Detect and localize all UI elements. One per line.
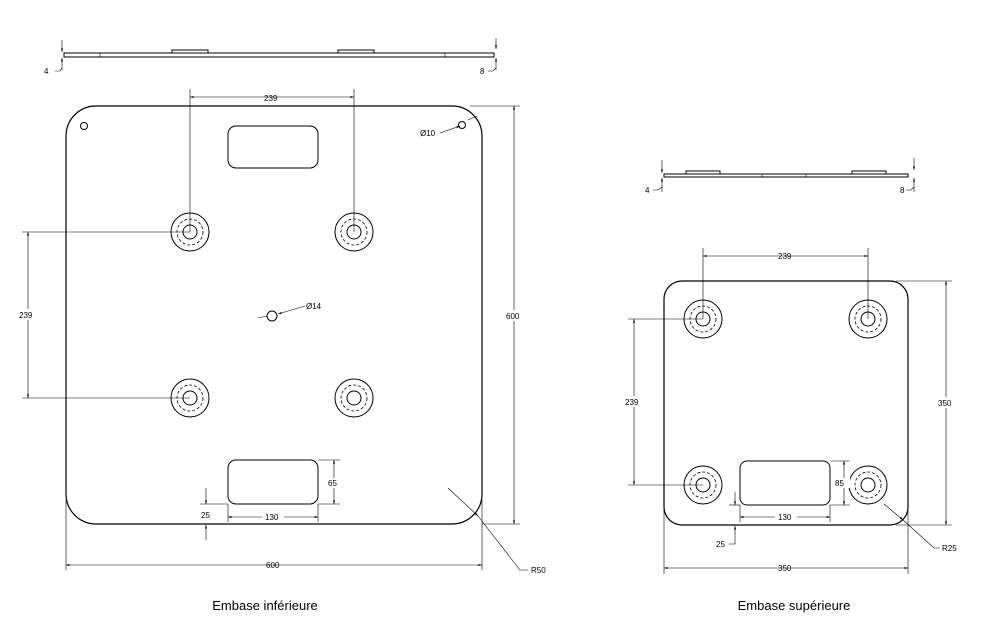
left-hole-spacing-side-label: 239 xyxy=(19,311,33,320)
right-slot-width-label: 130 xyxy=(778,513,792,522)
left-side-boss-1 xyxy=(171,49,209,54)
left-plan-view: Ø14 Ø10 239 239 600 600 65 xyxy=(16,89,546,613)
right-overall-width-label: 350 xyxy=(778,564,792,573)
left-bolt-hole-4 xyxy=(334,378,374,418)
right-side-boss-1 xyxy=(685,170,721,175)
left-thickness-right-label: 8 xyxy=(480,67,485,76)
left-slot-height-label: 65 xyxy=(328,479,337,488)
left-caption: Embase inférieure xyxy=(212,598,318,613)
right-side-boss-2 xyxy=(851,170,887,175)
right-plan-view: 239 239 350 350 85 130 25 xyxy=(622,248,958,613)
left-overall-width-label: 600 xyxy=(266,561,280,570)
left-corner-radius-label: R50 xyxy=(531,566,546,575)
right-hole-spacing-side-label: 239 xyxy=(625,398,639,407)
left-corner-hole-label: Ø10 xyxy=(420,129,436,138)
right-side-plate xyxy=(663,173,909,178)
right-plate-outline xyxy=(663,280,909,526)
right-thickness-right-label: 8 xyxy=(900,186,905,195)
right-overall-height-label: 350 xyxy=(938,399,952,408)
left-thickness-left-label: 4 xyxy=(44,67,49,76)
left-hole-spacing-top-label: 239 xyxy=(264,94,278,103)
left-bottom-slot xyxy=(227,459,319,505)
left-center-hole-label: Ø14 xyxy=(306,302,322,311)
left-corner-hole-tl xyxy=(80,122,88,130)
right-slot xyxy=(739,460,831,506)
left-side-boss-2 xyxy=(337,49,375,54)
right-corner-radius-label: R25 xyxy=(942,544,957,553)
right-thickness-left-label: 4 xyxy=(645,186,650,195)
left-overall-height-label: 600 xyxy=(506,312,520,321)
left-top-slot xyxy=(227,125,319,169)
right-hole-spacing-top-label: 239 xyxy=(778,252,792,261)
right-caption: Embase supérieure xyxy=(738,598,851,613)
left-side-plate xyxy=(63,52,495,58)
left-corner-hole-tr xyxy=(458,121,466,129)
left-slot-width-label: 130 xyxy=(265,513,279,522)
right-slot-height-label: 85 xyxy=(835,479,844,488)
right-slot-offset-label: 25 xyxy=(716,540,725,549)
right-side-view: 4 8 xyxy=(645,158,916,195)
left-plate-outline xyxy=(65,105,483,525)
left-slot-offset-label: 25 xyxy=(201,511,210,520)
left-side-view: 4 8 xyxy=(44,38,498,76)
